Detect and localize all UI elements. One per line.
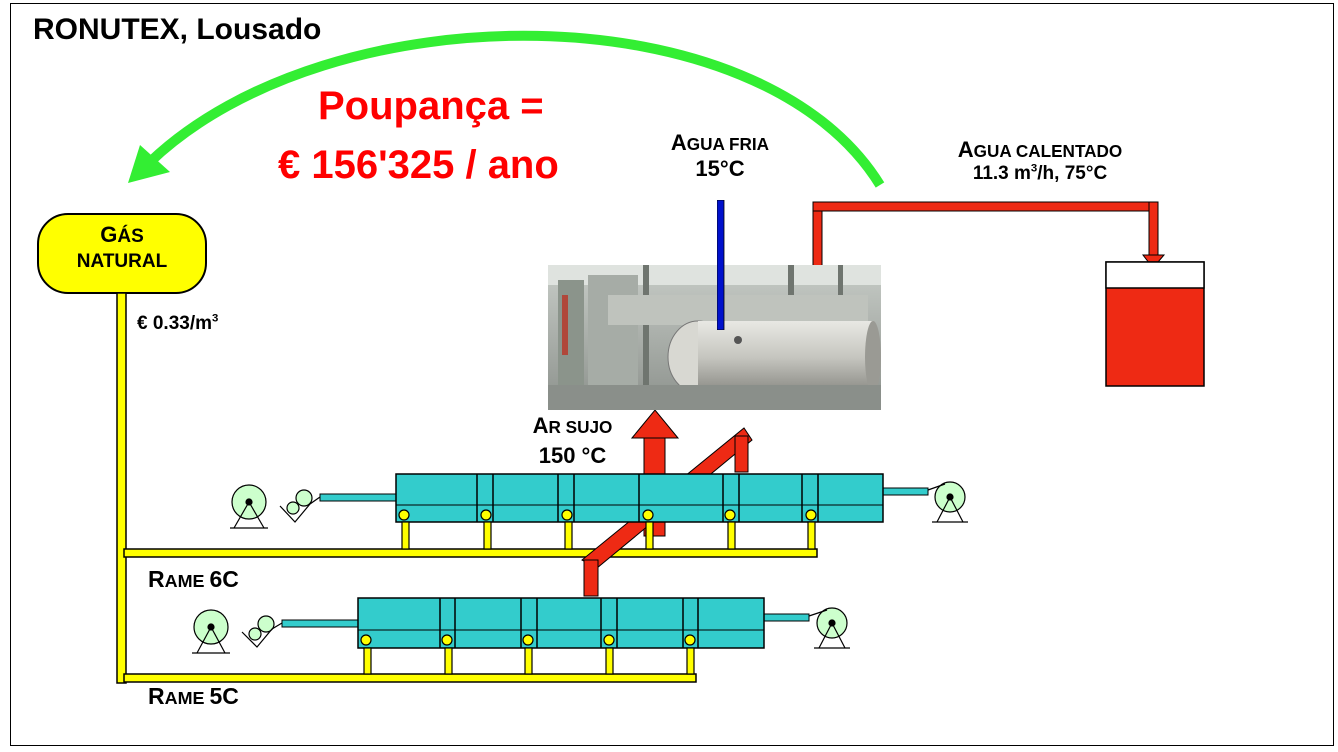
gas-tank-label: GÁS NATURAL bbox=[76, 222, 168, 272]
machine-label-rame-6c: RAME 6C bbox=[148, 566, 239, 592]
hot-water-tank-top bbox=[1105, 261, 1205, 289]
machine-label-rame-5c: RAME 5C bbox=[148, 683, 239, 709]
machine-rame-6c bbox=[319, 473, 929, 550]
saving-arrow bbox=[146, 30, 885, 188]
saving-value: € 156'325 / ano bbox=[278, 143, 559, 187]
gas-price: € 0.33/m3 bbox=[137, 312, 219, 334]
reel-icon bbox=[230, 484, 321, 529]
gas-pipes bbox=[116, 292, 818, 684]
heat-exchanger-photo bbox=[548, 265, 881, 410]
reel-icon bbox=[927, 481, 968, 523]
cold-water-label: AGUA FRIA 15°C bbox=[670, 130, 770, 181]
reel-icon bbox=[192, 609, 283, 654]
dirty-air-label: AR SUJO 150 °C bbox=[532, 413, 613, 468]
saving-label: Poupança = bbox=[318, 84, 544, 128]
page-title: RONUTEX, Lousado bbox=[33, 13, 322, 46]
machine-rame-5c bbox=[281, 597, 810, 675]
saving-arrowhead bbox=[128, 145, 170, 183]
cold-water-pipe bbox=[717, 200, 725, 330]
hot-water-label: AGUA CALENTADO 11.3 m3/h, 75°C bbox=[957, 137, 1123, 184]
reel-icon bbox=[808, 607, 850, 649]
slide-frame bbox=[10, 3, 1334, 746]
